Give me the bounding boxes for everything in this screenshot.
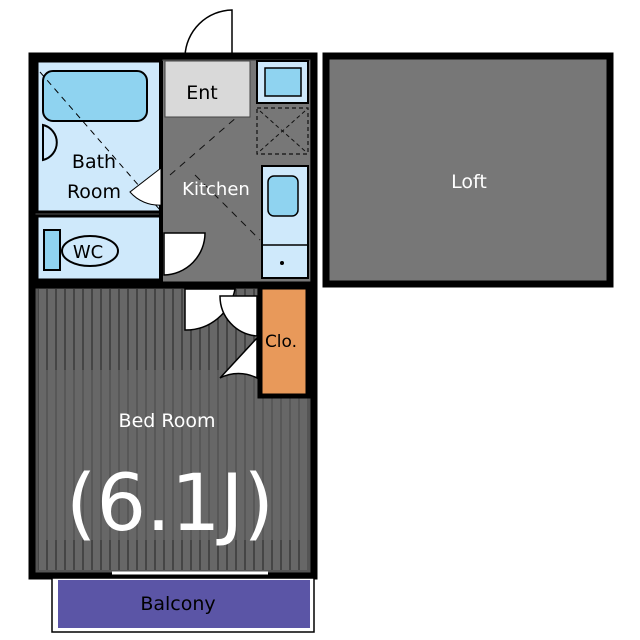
wc-room xyxy=(35,214,163,282)
bath-label-line2: Room xyxy=(67,181,121,203)
bath-label-line1: Bath xyxy=(72,151,116,173)
loft-label: Loft xyxy=(451,171,487,193)
balcony-label: Balcony xyxy=(140,593,215,615)
loft xyxy=(322,52,614,288)
bath-room xyxy=(35,59,163,214)
bedroom-label: Bed Room xyxy=(119,410,216,432)
fridge-space xyxy=(256,107,309,155)
toilet-tank xyxy=(43,229,61,271)
wc-label: WC xyxy=(73,242,103,263)
bath-door xyxy=(129,166,162,206)
toilet-bowl xyxy=(61,235,119,267)
entrance-floor xyxy=(164,60,251,118)
closet-door-upper xyxy=(219,295,258,337)
closet-door-lower xyxy=(219,336,258,380)
kitchen-label: Kitchen xyxy=(182,179,250,200)
entry-door xyxy=(184,9,233,57)
closet xyxy=(257,284,311,399)
closet-label: Clo. xyxy=(265,332,297,352)
kitchen-appliances xyxy=(256,60,309,279)
bathtub xyxy=(42,70,148,122)
entrance-label: Ent xyxy=(186,82,218,104)
bedroom-size-label: (6.1J) xyxy=(66,459,274,549)
wc-door xyxy=(163,232,206,276)
bath-sink xyxy=(42,123,58,162)
